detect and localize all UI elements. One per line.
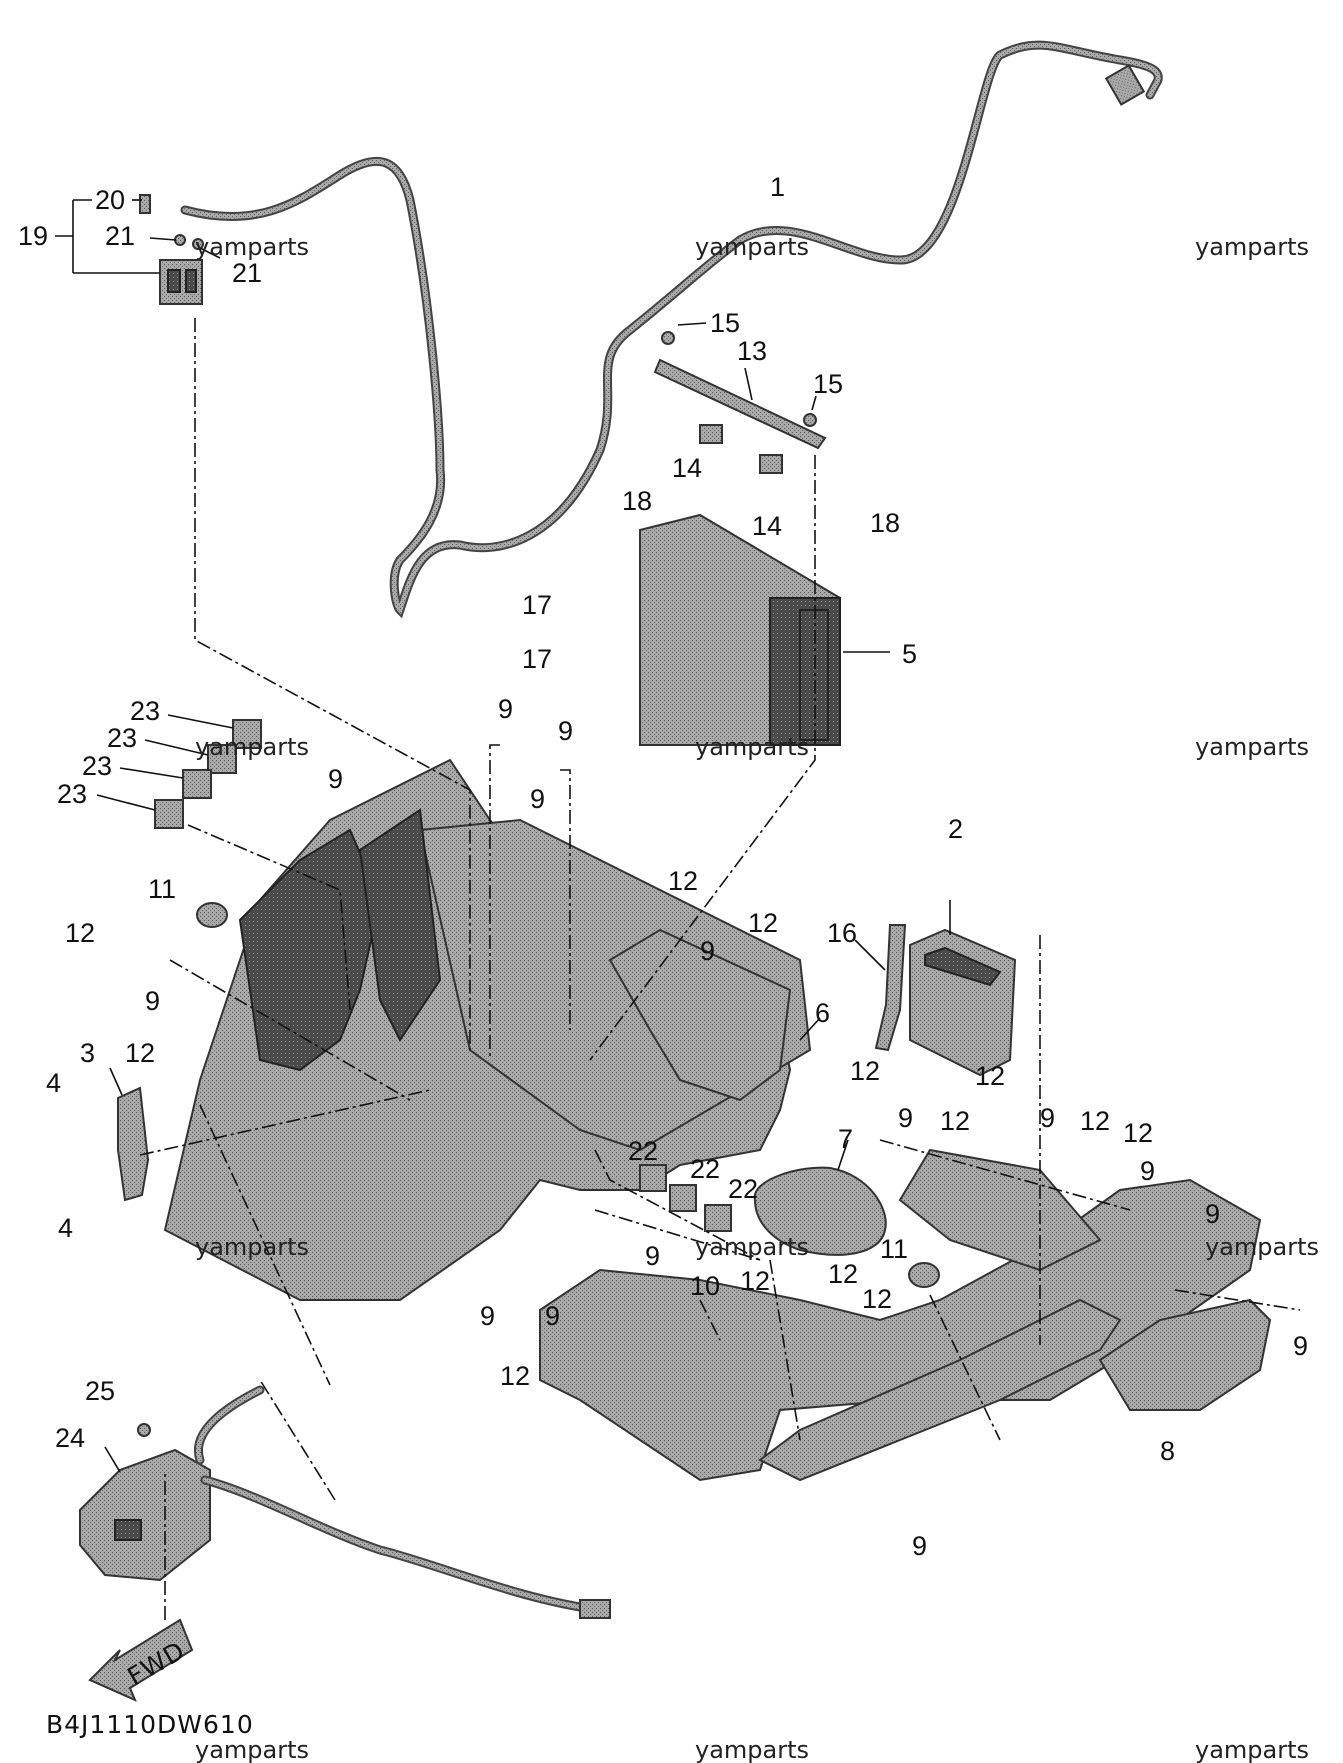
callout-21b: 21 [232,258,262,288]
callout-21a: 21 [105,221,135,251]
callout-9g: 9 [898,1103,913,1133]
callout-12a: 12 [668,866,698,896]
callout-23b: 23 [107,723,137,753]
callout-9n: 9 [1293,1331,1308,1361]
callout-14b: 14 [752,511,782,541]
diagram-code: B4J1110DW610 [46,1710,254,1739]
battery-holddown-bar [653,322,827,450]
reference-lines [139,318,1301,1620]
callout-12h: 12 [1080,1106,1110,1136]
callout-9a: 9 [498,694,513,724]
battery [639,513,890,746]
spacer-blocks [699,424,783,474]
callout-12f: 12 [975,1061,1005,1091]
callout-12e: 12 [850,1056,880,1086]
callout-23a: 23 [130,696,160,726]
callout-12l: 12 [862,1284,892,1314]
callout-22c: 22 [728,1174,758,1204]
watermark: yamparts [195,233,309,261]
callout-4a: 4 [46,1068,61,1098]
callout-15b: 15 [813,369,843,399]
relays-22 [639,1164,732,1232]
callout-12g: 12 [940,1106,970,1136]
callout-17a: 17 [522,590,552,620]
callouts: 1 2 3 4 4 5 6 7 8 9 9 9 9 9 9 9 9 9 9 9 … [18,172,1308,1561]
callout-7: 7 [838,1124,853,1154]
watermark: yamparts [1205,1233,1319,1261]
sub-harness [79,1385,611,1619]
callout-25: 25 [85,1376,115,1406]
callout-11a: 11 [148,874,176,904]
callout-14a: 14 [672,453,702,483]
watermark: yamparts [695,1736,809,1763]
callout-9j: 9 [1205,1199,1220,1229]
watermark: yamparts [695,1233,809,1261]
callout-9d: 9 [328,764,343,794]
callout-9b: 9 [558,716,573,746]
callout-12b: 12 [748,908,778,938]
relays-23 [96,714,262,829]
callout-22b: 22 [690,1154,720,1184]
fender-6 [608,928,821,1102]
callout-23d: 23 [57,779,87,809]
callout-18a: 18 [622,486,652,516]
callout-12c: 12 [65,918,95,948]
callout-12i: 12 [1123,1118,1153,1148]
ecu-bracket [854,924,907,1052]
callout-23c: 23 [82,751,112,781]
callout-22a: 22 [628,1136,658,1166]
watermark: yamparts [1195,733,1309,761]
callout-8: 8 [1160,1436,1175,1466]
callout-4b: 4 [58,1213,73,1243]
callout-9m: 9 [545,1301,560,1331]
callout-18b: 18 [870,508,900,538]
callout-17b: 17 [522,644,552,674]
callout-20: 20 [95,185,125,215]
callout-12j: 12 [740,1266,770,1296]
callout-9l: 9 [480,1301,495,1331]
callout-9e: 9 [700,936,715,966]
grommets-11 [196,902,940,1288]
callout-12k: 12 [828,1259,858,1289]
watermark: yamparts [195,1233,309,1261]
fwd-arrow-icon: FWD [88,1618,194,1702]
watermark: yamparts [695,233,809,261]
callout-12m: 12 [500,1361,530,1391]
callout-9c: 9 [530,784,545,814]
callout-11b: 11 [880,1234,908,1264]
watermark: yamparts [695,733,809,761]
callout-9i: 9 [1140,1156,1155,1186]
cover-7 [753,1139,887,1256]
harness-main [180,40,1163,619]
watermark: yamparts [195,733,309,761]
callout-2: 2 [948,814,963,844]
relay-assembly [55,194,221,305]
callout-24: 24 [55,1423,85,1453]
side-bracket-3 [109,1067,150,1202]
watermark: yamparts [1195,233,1309,261]
callout-16: 16 [827,918,857,948]
watermark: yamparts [195,1736,309,1763]
callout-19: 19 [18,221,48,251]
callout-13: 13 [737,336,767,366]
callout-3: 3 [80,1038,95,1068]
callout-9o: 9 [912,1531,927,1561]
callout-15a: 15 [710,308,740,338]
callout-12d: 12 [125,1038,155,1068]
callout-5: 5 [902,639,917,669]
callout-9k: 9 [645,1241,660,1271]
watermarks: yamparts yamparts yamparts yamparts yamp… [195,233,1319,1763]
callout-9h: 9 [1040,1103,1055,1133]
ecu-unit [909,900,1017,1077]
callout-1: 1 [770,172,785,202]
callout-10: 10 [690,1271,720,1301]
watermark: yamparts [1195,1736,1309,1763]
callout-6: 6 [815,998,830,1028]
callout-9f: 9 [145,986,160,1016]
